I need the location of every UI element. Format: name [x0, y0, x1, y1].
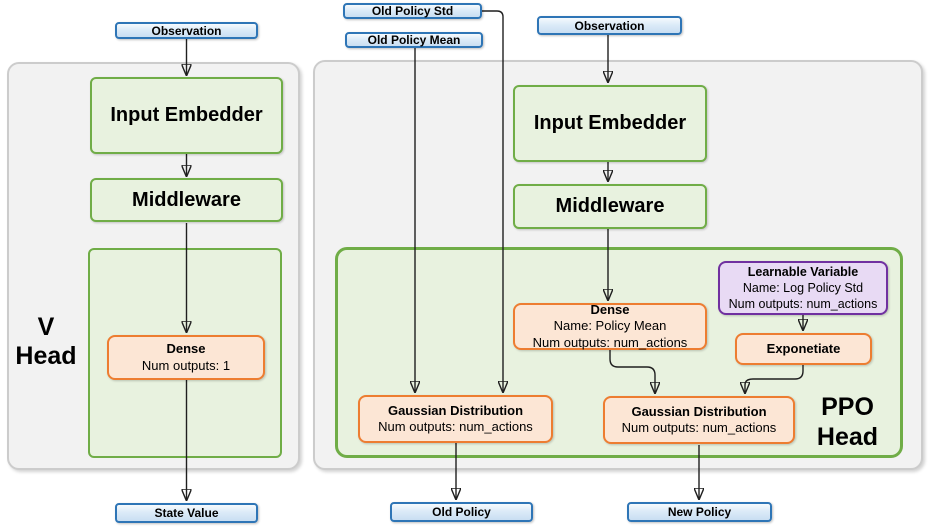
- node-old-policy: Old Policy: [390, 502, 533, 522]
- node-detail: Num outputs: num_actions: [621, 420, 777, 435]
- node-exponetiate: Exponetiate: [735, 333, 872, 365]
- node-dense-v: Dense Num outputs: 1: [107, 335, 265, 380]
- node-detail: Name: Log Policy Std: [742, 280, 864, 295]
- node-label: Middleware: [132, 188, 241, 211]
- ppo-head-label-line1: PPO: [821, 393, 874, 421]
- node-label: Input Embedder: [533, 112, 687, 134]
- ppo-head-label-line2: Head: [816, 423, 879, 451]
- node-learnable-variable: Learnable Variable Name: Log Policy Std …: [718, 261, 888, 315]
- node-input-embedder-right: Input Embedder: [513, 85, 707, 162]
- v-head-label-line2: Head: [15, 342, 77, 370]
- ppo-head-label: PPO Head: [800, 392, 895, 452]
- node-observation-right: Observation: [537, 16, 682, 35]
- v-head-label-line1: V: [37, 313, 55, 341]
- node-title: Dense: [590, 302, 630, 318]
- node-detail: Num outputs: num_actions: [532, 334, 688, 350]
- node-detail: Name: Policy Mean: [553, 318, 667, 334]
- node-detail: Num outputs: num_actions: [728, 297, 878, 312]
- node-label: Old Policy Mean: [367, 33, 461, 47]
- node-middleware-right: Middleware: [513, 184, 707, 229]
- node-label: Old Policy Std: [371, 4, 454, 18]
- node-detail: Num outputs: 1: [141, 357, 231, 373]
- node-title: Dense: [166, 341, 206, 357]
- node-middleware-left: Middleware: [90, 178, 283, 222]
- node-label: Observation: [151, 23, 222, 38]
- node-gaussian-distribution-old: Gaussian Distribution Num outputs: num_a…: [358, 395, 553, 443]
- node-gaussian-distribution-new: Gaussian Distribution Num outputs: num_a…: [603, 396, 795, 444]
- node-input-embedder-left: Input Embedder: [90, 77, 283, 154]
- node-old-policy-std: Old Policy Std: [343, 3, 482, 19]
- node-label: Middleware: [555, 195, 665, 217]
- node-label: Observation: [574, 18, 645, 33]
- v-head-label: V Head: [6, 313, 86, 371]
- node-dense-policy-mean: Dense Name: Policy Mean Num outputs: num…: [513, 302, 707, 350]
- node-label: Exponetiate: [766, 340, 841, 356]
- node-label: Input Embedder: [110, 104, 263, 126]
- node-label: State Value: [154, 506, 219, 520]
- node-new-policy: New Policy: [627, 502, 772, 522]
- node-observation-left: Observation: [115, 22, 258, 39]
- node-label: Old Policy: [432, 505, 491, 519]
- node-detail: Num outputs: num_actions: [378, 419, 533, 434]
- node-state-value: State Value: [115, 503, 258, 523]
- node-title: Gaussian Distribution: [631, 403, 767, 419]
- node-title: Gaussian Distribution: [387, 402, 524, 418]
- node-label: New Policy: [667, 505, 732, 519]
- node-old-policy-mean: Old Policy Mean: [345, 32, 483, 48]
- node-title: Learnable Variable: [747, 264, 859, 279]
